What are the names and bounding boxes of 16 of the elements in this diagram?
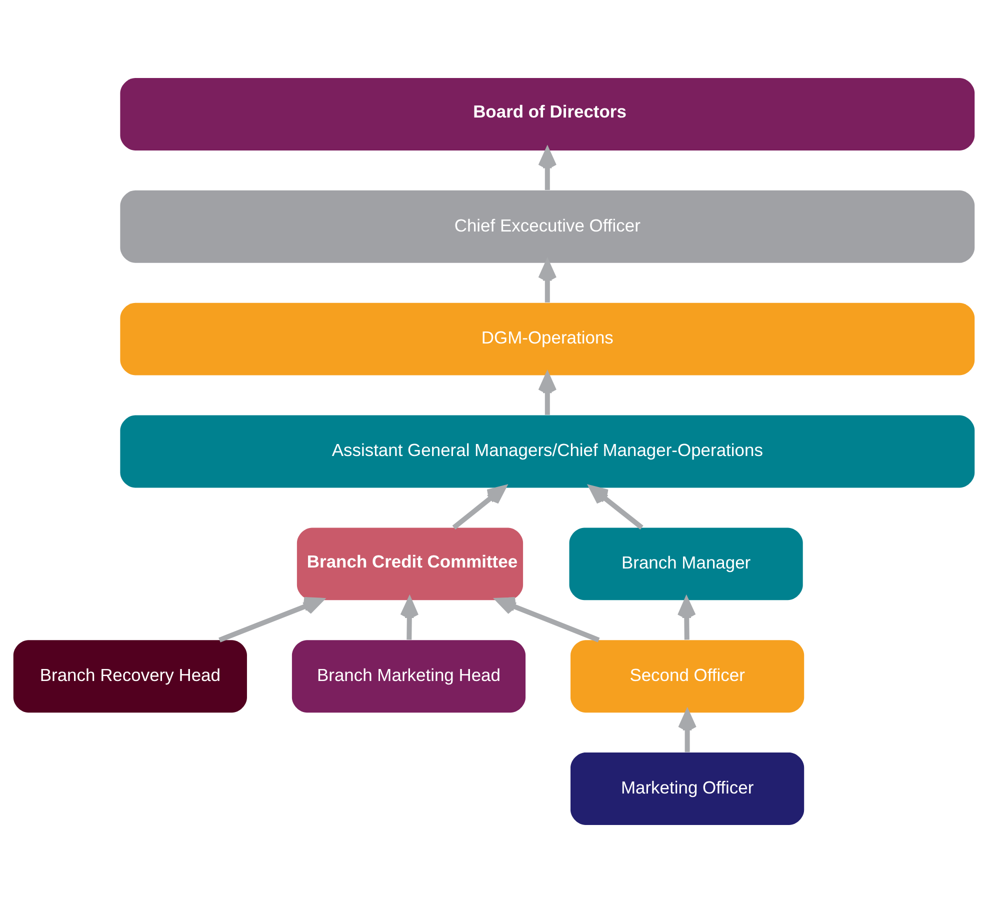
arrow: [678, 710, 697, 752]
node-box: Board of Directors: [120, 78, 975, 150]
node-box: Assistant General Managers/Chief Manager-Operations: [120, 415, 975, 488]
node-box: Branch Marketing Head: [292, 640, 526, 713]
node-box: Branch Manager: [569, 528, 803, 600]
arrow: [218, 597, 324, 642]
node-box: Marketing Officer: [570, 752, 804, 825]
node-box: Chief Excecutive Officer: [120, 190, 975, 263]
node-box: Branch Credit Committee: [296, 528, 524, 600]
arrow: [496, 597, 600, 642]
node-box: Branch Recovery Head: [13, 640, 247, 713]
arrow: [589, 485, 644, 530]
arrow: [538, 260, 557, 302]
node-box: DGM-Operations: [120, 302, 975, 376]
arrow: [452, 485, 506, 530]
node-box: Second Officer: [570, 640, 804, 713]
